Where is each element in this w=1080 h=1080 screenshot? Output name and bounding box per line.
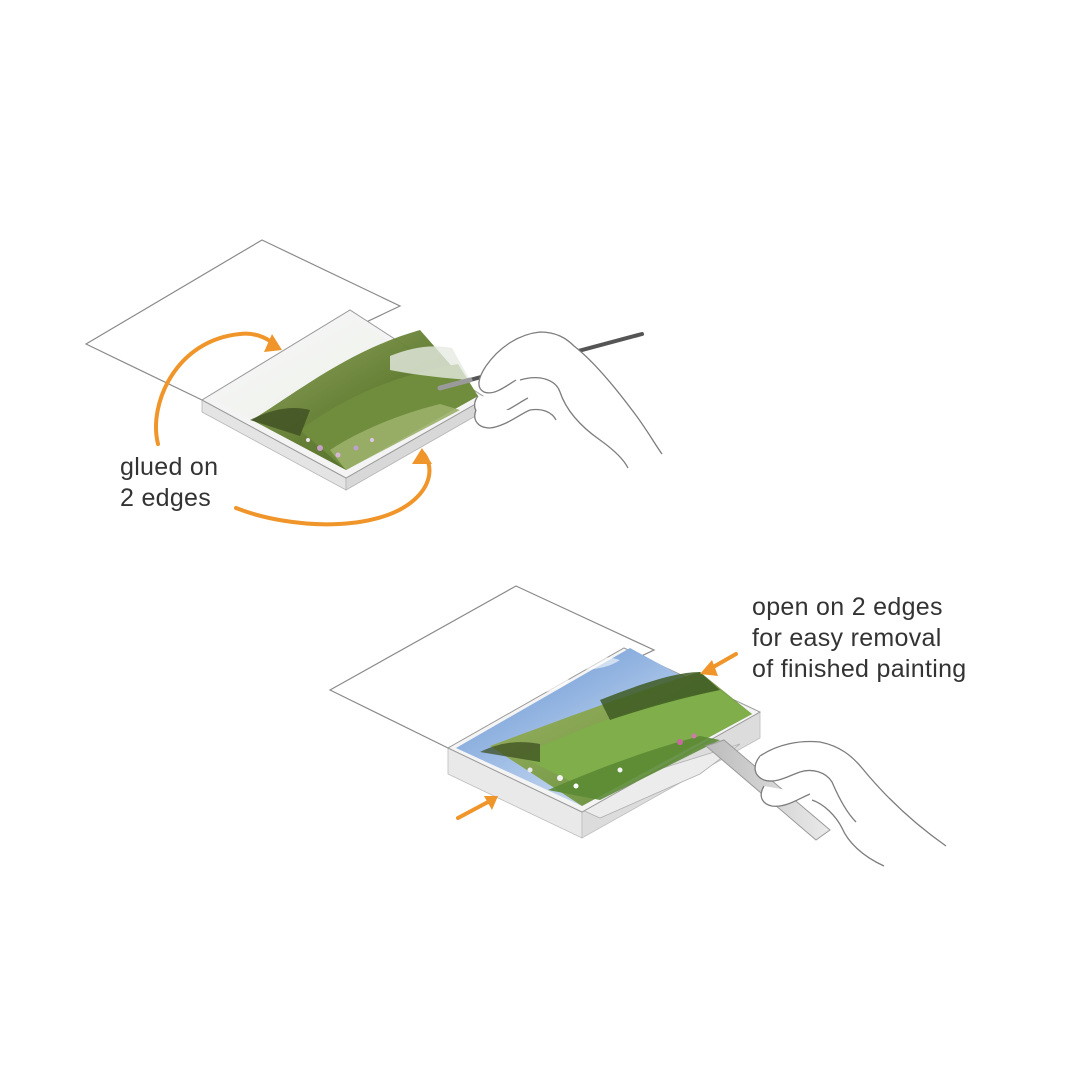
glued-arrow-lower [234, 452, 432, 527]
glued-arrow-upper [154, 331, 278, 446]
open-on-edges-label: open on 2 edges for easy removal of fini… [752, 592, 966, 685]
open-label-line3: of finished painting [752, 655, 967, 683]
bottom-cover-sheet [328, 585, 656, 749]
bottom-hand [754, 740, 947, 867]
bottom-painting [456, 648, 752, 806]
open-arrow-left-shaft [456, 800, 490, 820]
open-label-line2: for easy removal [752, 624, 942, 652]
glued-label-line2: 2 edges [120, 484, 212, 512]
top-arrows [154, 331, 432, 527]
top-arrowheads [264, 334, 432, 464]
bottom-arrowheads [484, 660, 718, 810]
glued-label-line1: glued on [120, 453, 219, 481]
arrowhead-right-icon [700, 660, 718, 676]
open-label-line1: open on 2 edges [752, 593, 943, 621]
top-pad-group [84, 239, 663, 527]
top-cover-sheet [84, 239, 402, 401]
arrowhead-left-icon [484, 796, 498, 810]
top-painting [212, 318, 478, 470]
arrowhead-lower-icon [412, 448, 432, 464]
glued-on-edges-label: glued on 2 edges [120, 452, 218, 514]
bottom-pad-group [328, 585, 947, 867]
top-hand [473, 331, 663, 469]
arrowhead-upper-icon [264, 334, 282, 352]
